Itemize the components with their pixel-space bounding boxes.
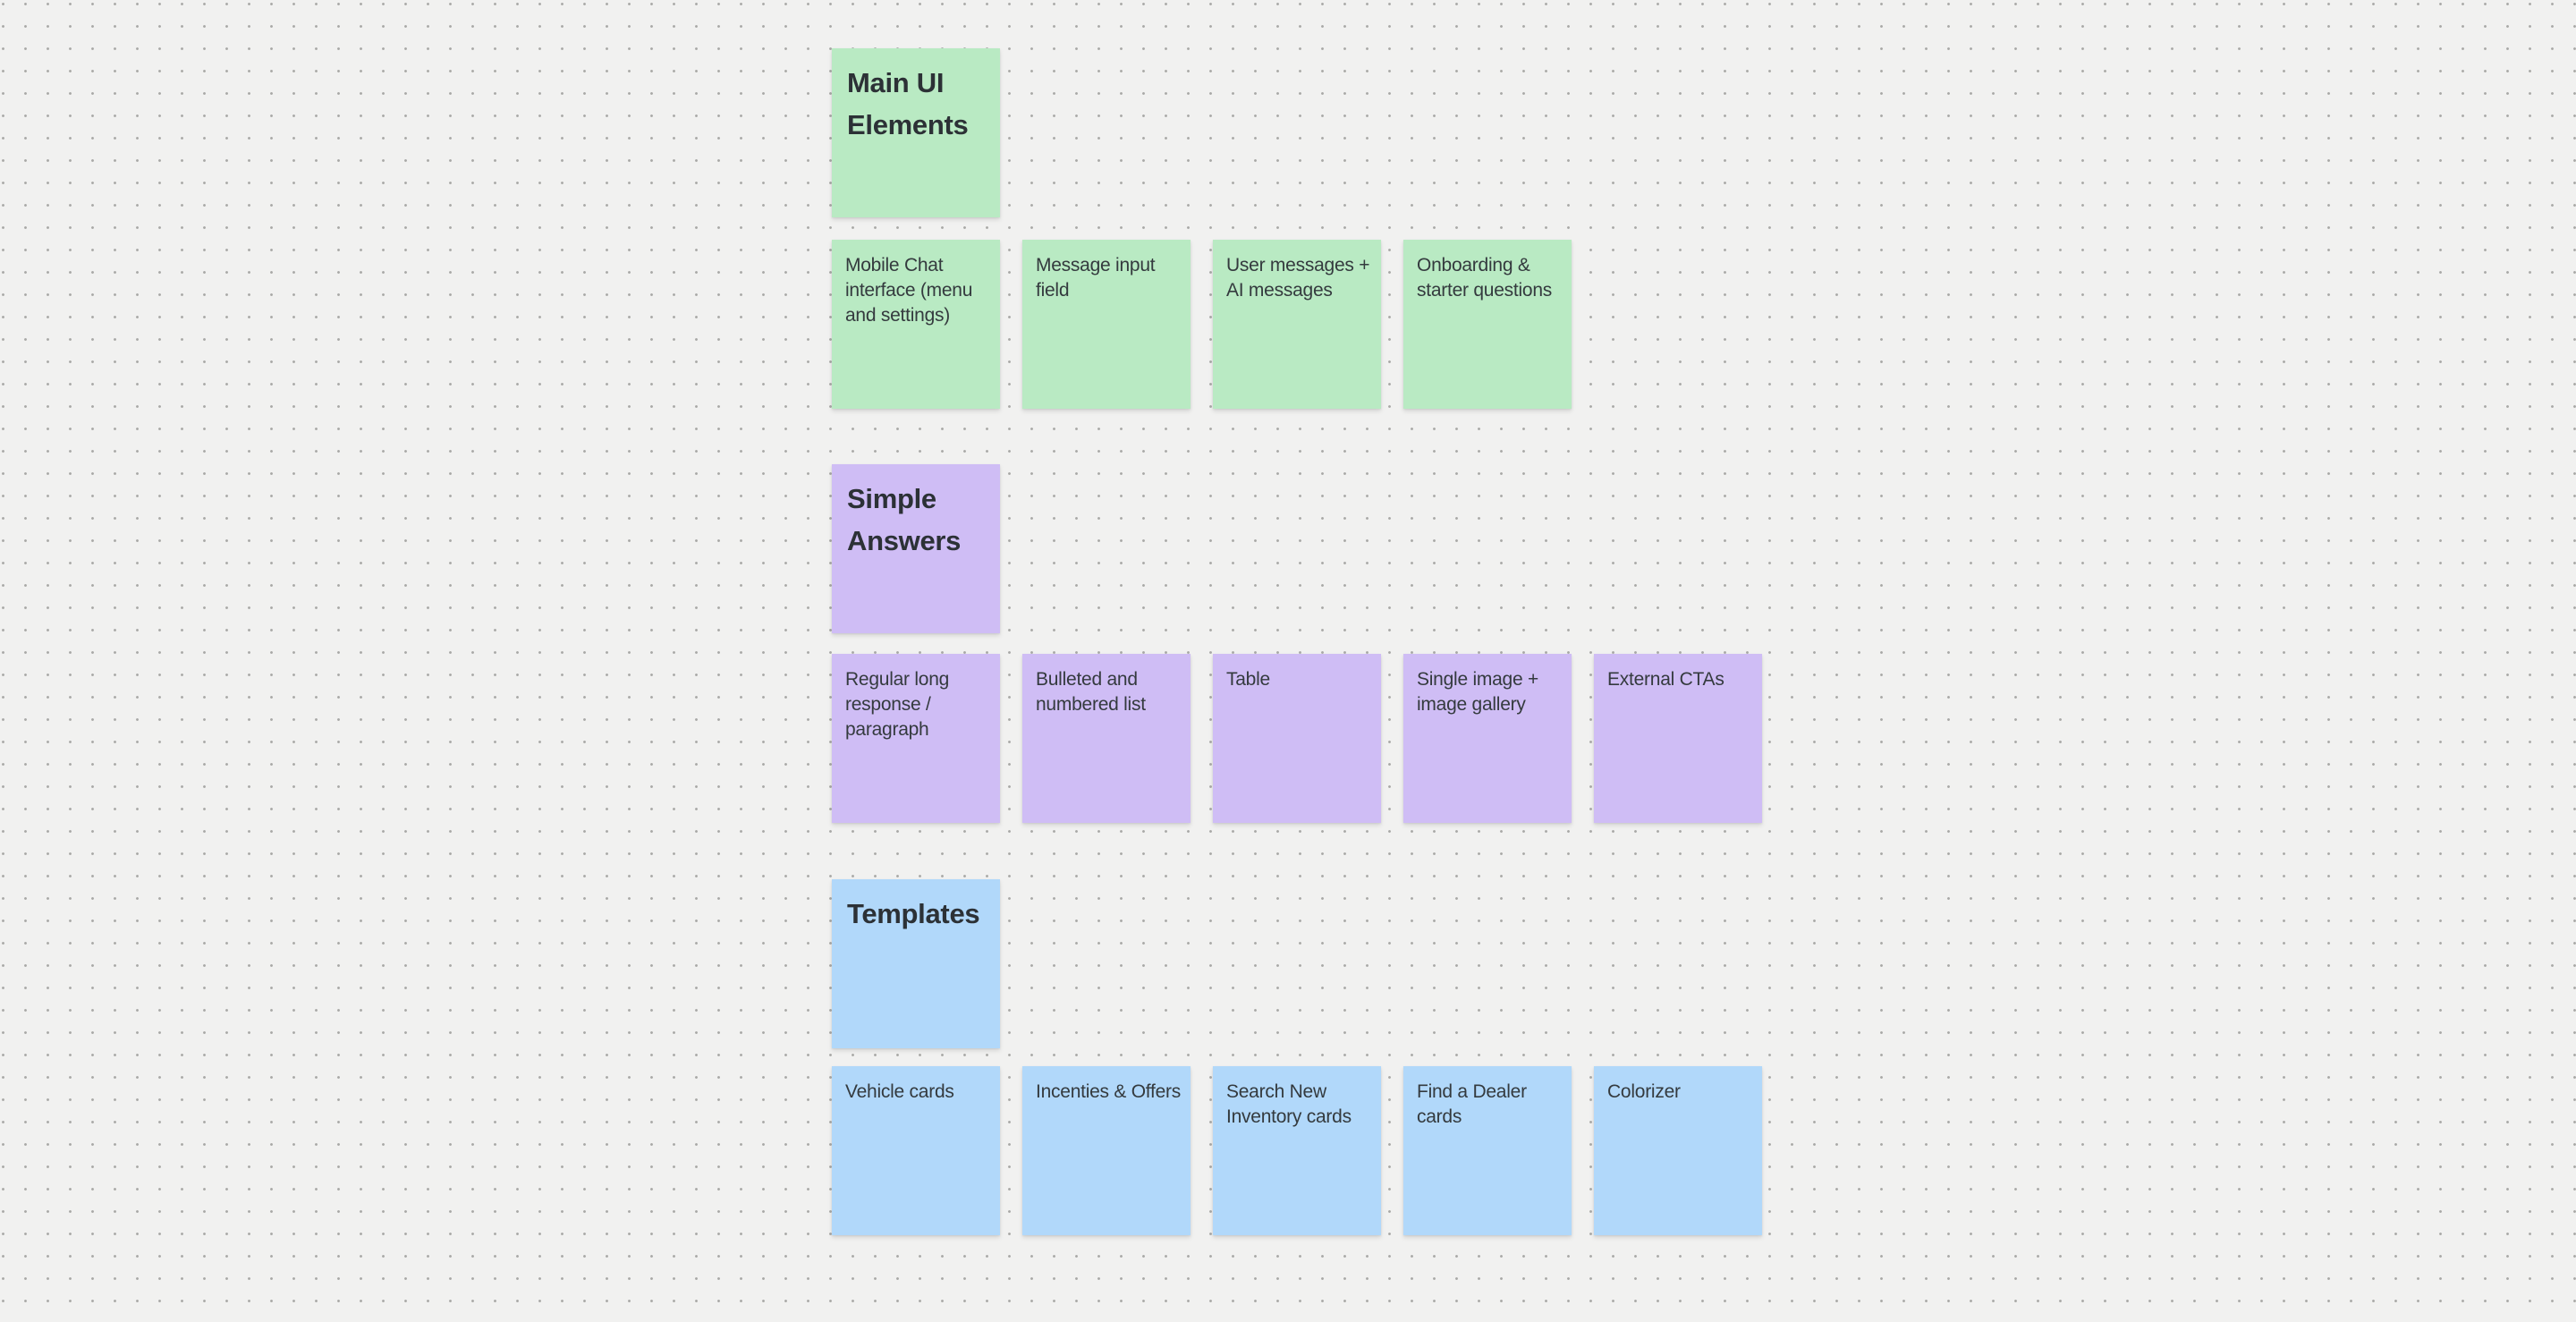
- sticky-note-text: Regular long response / paragraph: [845, 669, 950, 740]
- section-title-text: Templates: [847, 898, 980, 929]
- sticky-note-text: Incenties & Offers: [1036, 1081, 1182, 1102]
- sticky-note[interactable]: Single image + image gallery: [1403, 654, 1572, 823]
- sticky-note[interactable]: Find a Dealer cards: [1403, 1066, 1572, 1235]
- sticky-note[interactable]: Onboarding & starter questions: [1403, 240, 1572, 409]
- sticky-note[interactable]: Message input field: [1022, 240, 1191, 409]
- section-title-text: Main UI Elements: [847, 67, 969, 140]
- sticky-note[interactable]: Mobile Chat interface (menu and settings…: [832, 240, 1000, 409]
- sticky-note-text: Find a Dealer cards: [1417, 1081, 1527, 1127]
- sticky-note-text: Search New Inventory cards: [1226, 1081, 1352, 1127]
- sticky-note-text: External CTAs: [1607, 669, 1724, 690]
- sticky-note[interactable]: Regular long response / paragraph: [832, 654, 1000, 823]
- section-title-sticky-main-ui-elements[interactable]: Main UI Elements: [832, 48, 1000, 217]
- section-title-sticky-simple-answers[interactable]: Simple Answers: [832, 464, 1000, 633]
- sticky-note[interactable]: Vehicle cards: [832, 1066, 1000, 1235]
- sticky-note[interactable]: User messages + AI messages: [1213, 240, 1381, 409]
- sticky-note[interactable]: Table: [1213, 654, 1381, 823]
- sticky-note[interactable]: Bulleted and numbered list: [1022, 654, 1191, 823]
- sticky-note-text: Message input field: [1036, 255, 1156, 301]
- sticky-note-text: Mobile Chat interface (menu and settings…: [845, 255, 973, 326]
- sticky-note-text: Vehicle cards: [845, 1081, 954, 1102]
- sticky-note-text: Table: [1226, 669, 1270, 690]
- sticky-note-text: User messages + AI messages: [1226, 255, 1370, 301]
- sticky-note[interactable]: Incenties & Offers: [1022, 1066, 1191, 1235]
- section-title-text: Simple Answers: [847, 483, 962, 556]
- sticky-note-text: Bulleted and numbered list: [1036, 669, 1146, 715]
- sticky-note-text: Single image + image gallery: [1417, 669, 1539, 715]
- section-title-sticky-templates[interactable]: Templates: [832, 879, 1000, 1048]
- sticky-note[interactable]: External CTAs: [1594, 654, 1762, 823]
- sticky-note-text: Colorizer: [1607, 1081, 1681, 1102]
- sticky-note-text: Onboarding & starter questions: [1417, 255, 1552, 301]
- sticky-note[interactable]: Search New Inventory cards: [1213, 1066, 1381, 1235]
- sticky-note[interactable]: Colorizer: [1594, 1066, 1762, 1235]
